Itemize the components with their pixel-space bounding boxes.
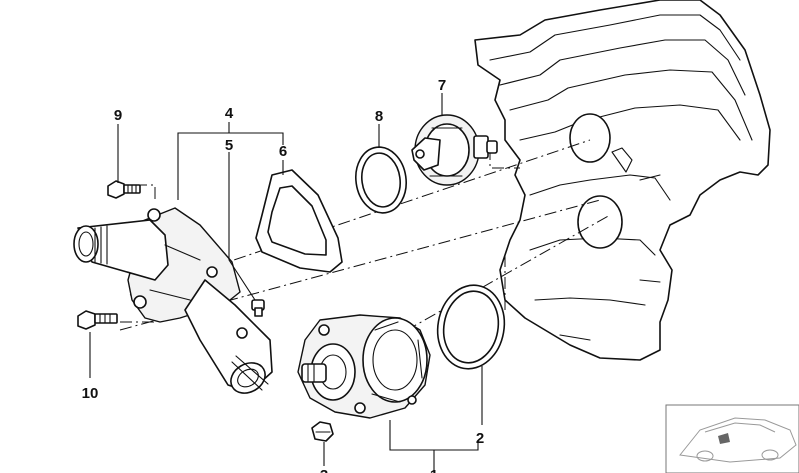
bleed-screw-part-5 (251, 299, 265, 317)
callout-10: 10 (82, 385, 99, 402)
callout-2: 2 (476, 430, 484, 447)
thermostat-part-7 (411, 114, 498, 186)
callout-1: 1 (430, 467, 438, 473)
callout-7: 7 (438, 77, 446, 94)
callout-4: 4 (225, 105, 234, 122)
callout-6: 6 (279, 143, 287, 160)
bolt-part-10 (77, 310, 118, 330)
callout-3: 3 (320, 467, 328, 473)
callout-labels: 9 4 5 6 8 7 10 2 3 1 (82, 77, 485, 473)
thermostat-housing-part-4 (73, 207, 273, 394)
nut-part-3 (311, 421, 334, 442)
gasket-part-6 (255, 169, 343, 273)
o-ring-part-8 (355, 146, 407, 214)
callout-5: 5 (225, 137, 233, 154)
callout-8: 8 (375, 108, 383, 125)
vehicle-location-thumbnail (665, 404, 799, 473)
callout-leaders (89, 93, 483, 473)
callout-9: 9 (114, 107, 122, 124)
gasket-part-2 (436, 284, 506, 370)
engine-block (474, 0, 771, 361)
bolt-part-9 (107, 180, 141, 199)
water-pump-part-1 (297, 314, 431, 419)
